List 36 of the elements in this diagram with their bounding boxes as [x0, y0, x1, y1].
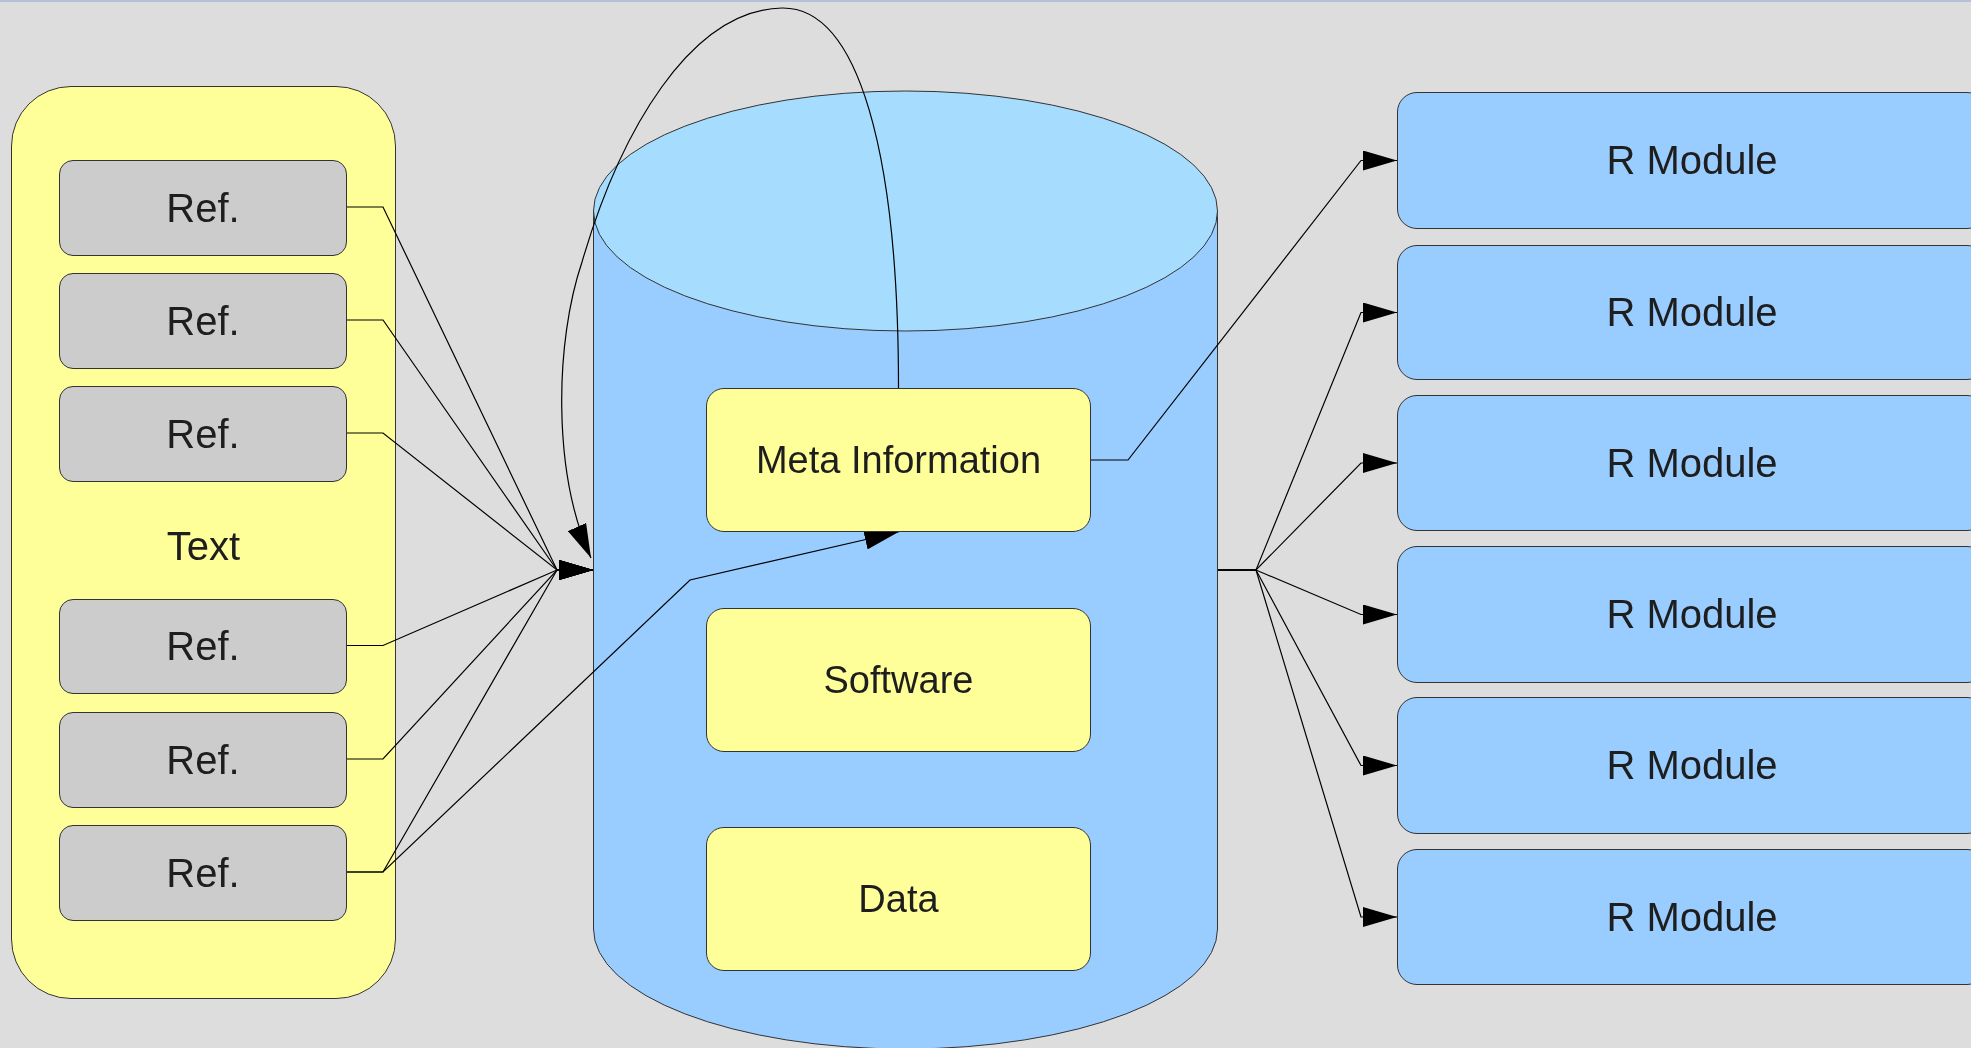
content-box: [706, 388, 1091, 532]
content-box: [706, 827, 1091, 971]
module-box: [1397, 395, 1971, 531]
module-box: [1397, 849, 1971, 985]
reference-box: [59, 273, 347, 369]
node-label: R Module: [1606, 138, 1778, 183]
node-label: R Module: [1606, 440, 1778, 486]
connector-arrow: [561, 7, 900, 559]
panel-title: Text: [165, 524, 242, 569]
node-label: Ref.: [166, 737, 240, 783]
module-box: [1397, 697, 1971, 834]
connector-arrow: [1217, 569, 1398, 927]
module-box: [1397, 546, 1971, 683]
text-panel: [11, 86, 396, 999]
reference-box: [59, 160, 347, 256]
node-label: R Module: [1606, 894, 1778, 940]
node-label: Data: [858, 877, 939, 921]
connector-arrow: [345, 529, 900, 873]
module-box: [1397, 245, 1971, 380]
node-label: Ref.: [166, 185, 240, 231]
node-label: Software: [823, 658, 974, 702]
connector-arrow: [1090, 150, 1398, 461]
node-label: R Module: [1606, 592, 1778, 637]
node-label: Meta Information: [755, 438, 1042, 482]
content-box: [706, 608, 1091, 752]
reference-box: [59, 825, 347, 921]
node-label: Ref.: [166, 298, 240, 344]
node-label: Ref.: [166, 850, 240, 896]
node-label: Ref.: [166, 624, 240, 669]
reference-box: [59, 599, 347, 694]
module-box: [1397, 92, 1971, 229]
reference-box: [59, 712, 347, 808]
node-label: Ref.: [166, 411, 240, 457]
reference-box: [59, 386, 347, 482]
node-label: R Module: [1606, 290, 1778, 335]
node-label: R Module: [1606, 743, 1778, 788]
